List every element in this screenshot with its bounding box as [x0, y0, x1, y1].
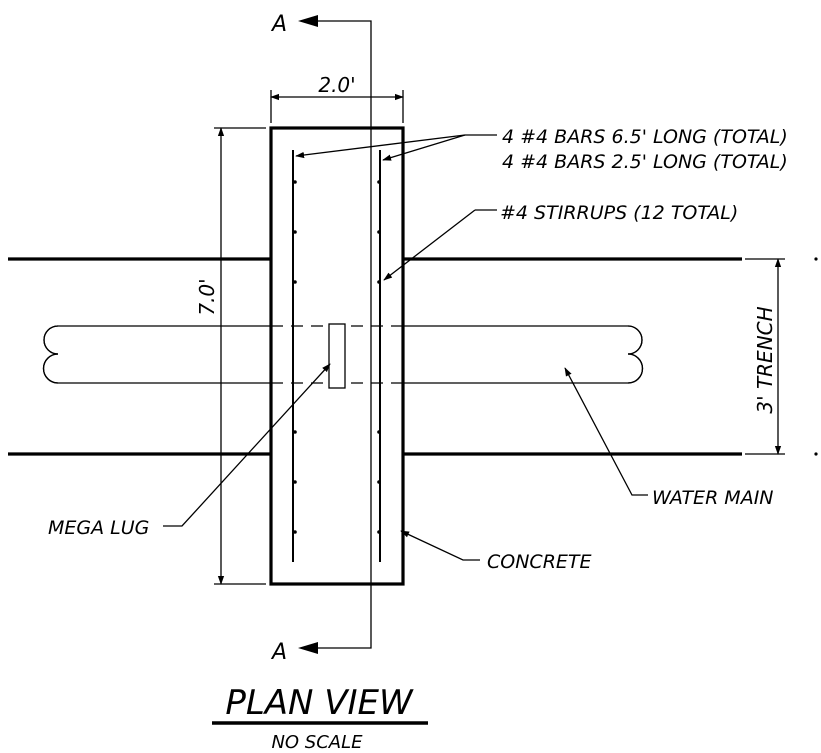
stirrup-dot [293, 180, 297, 184]
drawing-subtitle: NO SCALE [271, 732, 363, 753]
stirrup-dot [293, 480, 297, 484]
width-dimension-label: 2.0' [318, 73, 355, 97]
section-mark-bottom: A [270, 640, 287, 665]
stirrup-dot [293, 530, 297, 534]
section-arrow-bottom [298, 642, 318, 654]
stirrup-dot [377, 280, 381, 284]
concrete-callout: CONCRETE [487, 551, 592, 573]
mega-lug-fitting [328, 323, 346, 389]
stirrup-dot [377, 180, 381, 184]
bars-callout-line1: 4 #4 BARS 6.5' LONG (TOTAL) [502, 126, 788, 148]
concrete-block [269, 126, 405, 586]
stirrup-dot [377, 230, 381, 234]
width-dimension [270, 90, 404, 123]
stirrup-dot [293, 430, 297, 434]
trench-dimension-label: 3' TRENCH [753, 306, 777, 413]
stirrup-dots [293, 180, 381, 534]
trench-walls [8, 257, 742, 456]
length-dimension-label: 7.0' [195, 278, 219, 315]
mega-lug-callout: MEGA LUG [48, 517, 149, 539]
stirrup-dot [377, 480, 381, 484]
drawing-title: PLAN VIEW [225, 683, 414, 723]
bars-callout-line2: 4 #4 BARS 2.5' LONG (TOTAL) [502, 151, 788, 173]
section-mark-top: A [270, 12, 287, 37]
stirrup-dot [377, 430, 381, 434]
stirrup-dot [293, 280, 297, 284]
length-dimension [214, 127, 266, 585]
water-main-callout: WATER MAIN [652, 487, 774, 509]
stirrup-dot [293, 230, 297, 234]
rebar-bars [292, 150, 381, 562]
section-arrow-top [298, 15, 318, 27]
leader-lines [163, 134, 648, 561]
stirrups-callout: #4 STIRRUPS (12 TOTAL) [500, 202, 738, 224]
section-cut-line [298, 15, 372, 654]
stirrup-dot [377, 530, 381, 534]
trench-dimension [745, 257, 818, 456]
